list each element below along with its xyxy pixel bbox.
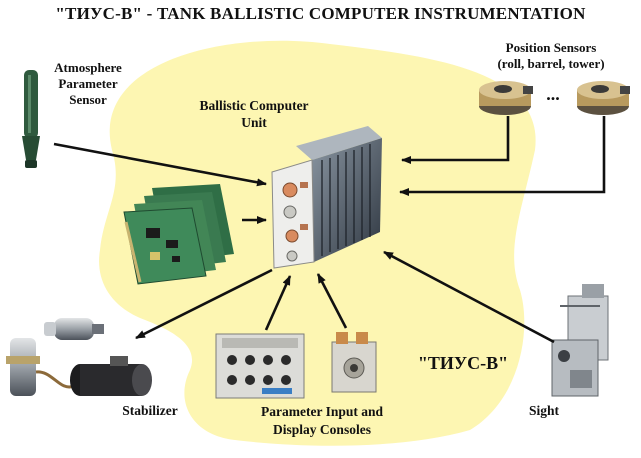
stabilizer-devices-image [6,318,152,396]
ellipsis-text: ... [546,84,560,104]
diagram-title: "ТИУС-В" - TANK BALLISTIC COMPUTER INSTR… [55,4,586,23]
connection-arrows [53,116,606,344]
position-sensors-label-line: Position Sensors [505,40,597,55]
circuit-boards-image [123,184,234,285]
arrow-sight-to-unit [383,250,555,344]
system-name-label: "ТИУС-В" [417,353,509,373]
atmosphere-sensor-image [22,70,40,168]
arrow-position-left-to-unit [401,116,510,164]
stabilizer-label: Stabilizer [122,403,178,418]
arrow-console-right-to-unit [316,273,348,329]
atmosphere-sensor-label: Atmosphere Parameter Sensor [28,60,148,108]
ballistic-unit-label-line: Ballistic Computer [199,98,309,113]
atmosphere-sensor-label-line: Atmosphere [54,60,122,75]
arrow-unit-to-stabilizer [135,268,273,340]
arrow-console-left-to-unit [264,275,292,331]
sight-label: Sight [528,403,559,418]
input-console-image [215,333,305,399]
arrow-atmosphere-to-unit [53,142,267,187]
atmosphere-sensor-label-line: Parameter [58,76,118,91]
ballistic-unit-label: Ballistic Computer Unit [184,97,324,131]
display-console-image [331,332,377,393]
ballistic-unit-label-line: Unit [241,115,267,130]
position-sensor-left-image [479,81,533,115]
consoles-label-line: Parameter Input and [260,404,383,419]
consoles-label-line: Display Consoles [273,422,371,437]
sight-image [551,284,609,397]
ballistic-computer-unit-image [271,126,382,269]
position-sensor-right-image [577,81,630,115]
arrow-position-right-to-unit [399,116,606,196]
position-sensors-label-line: (roll, barrel, tower) [497,56,605,71]
atmosphere-sensor-label-line: Sensor [69,92,107,107]
position-sensors-label: Position Sensors (roll, barrel, tower) [476,40,626,72]
consoles-label: Parameter Input and Display Consoles [222,403,422,439]
